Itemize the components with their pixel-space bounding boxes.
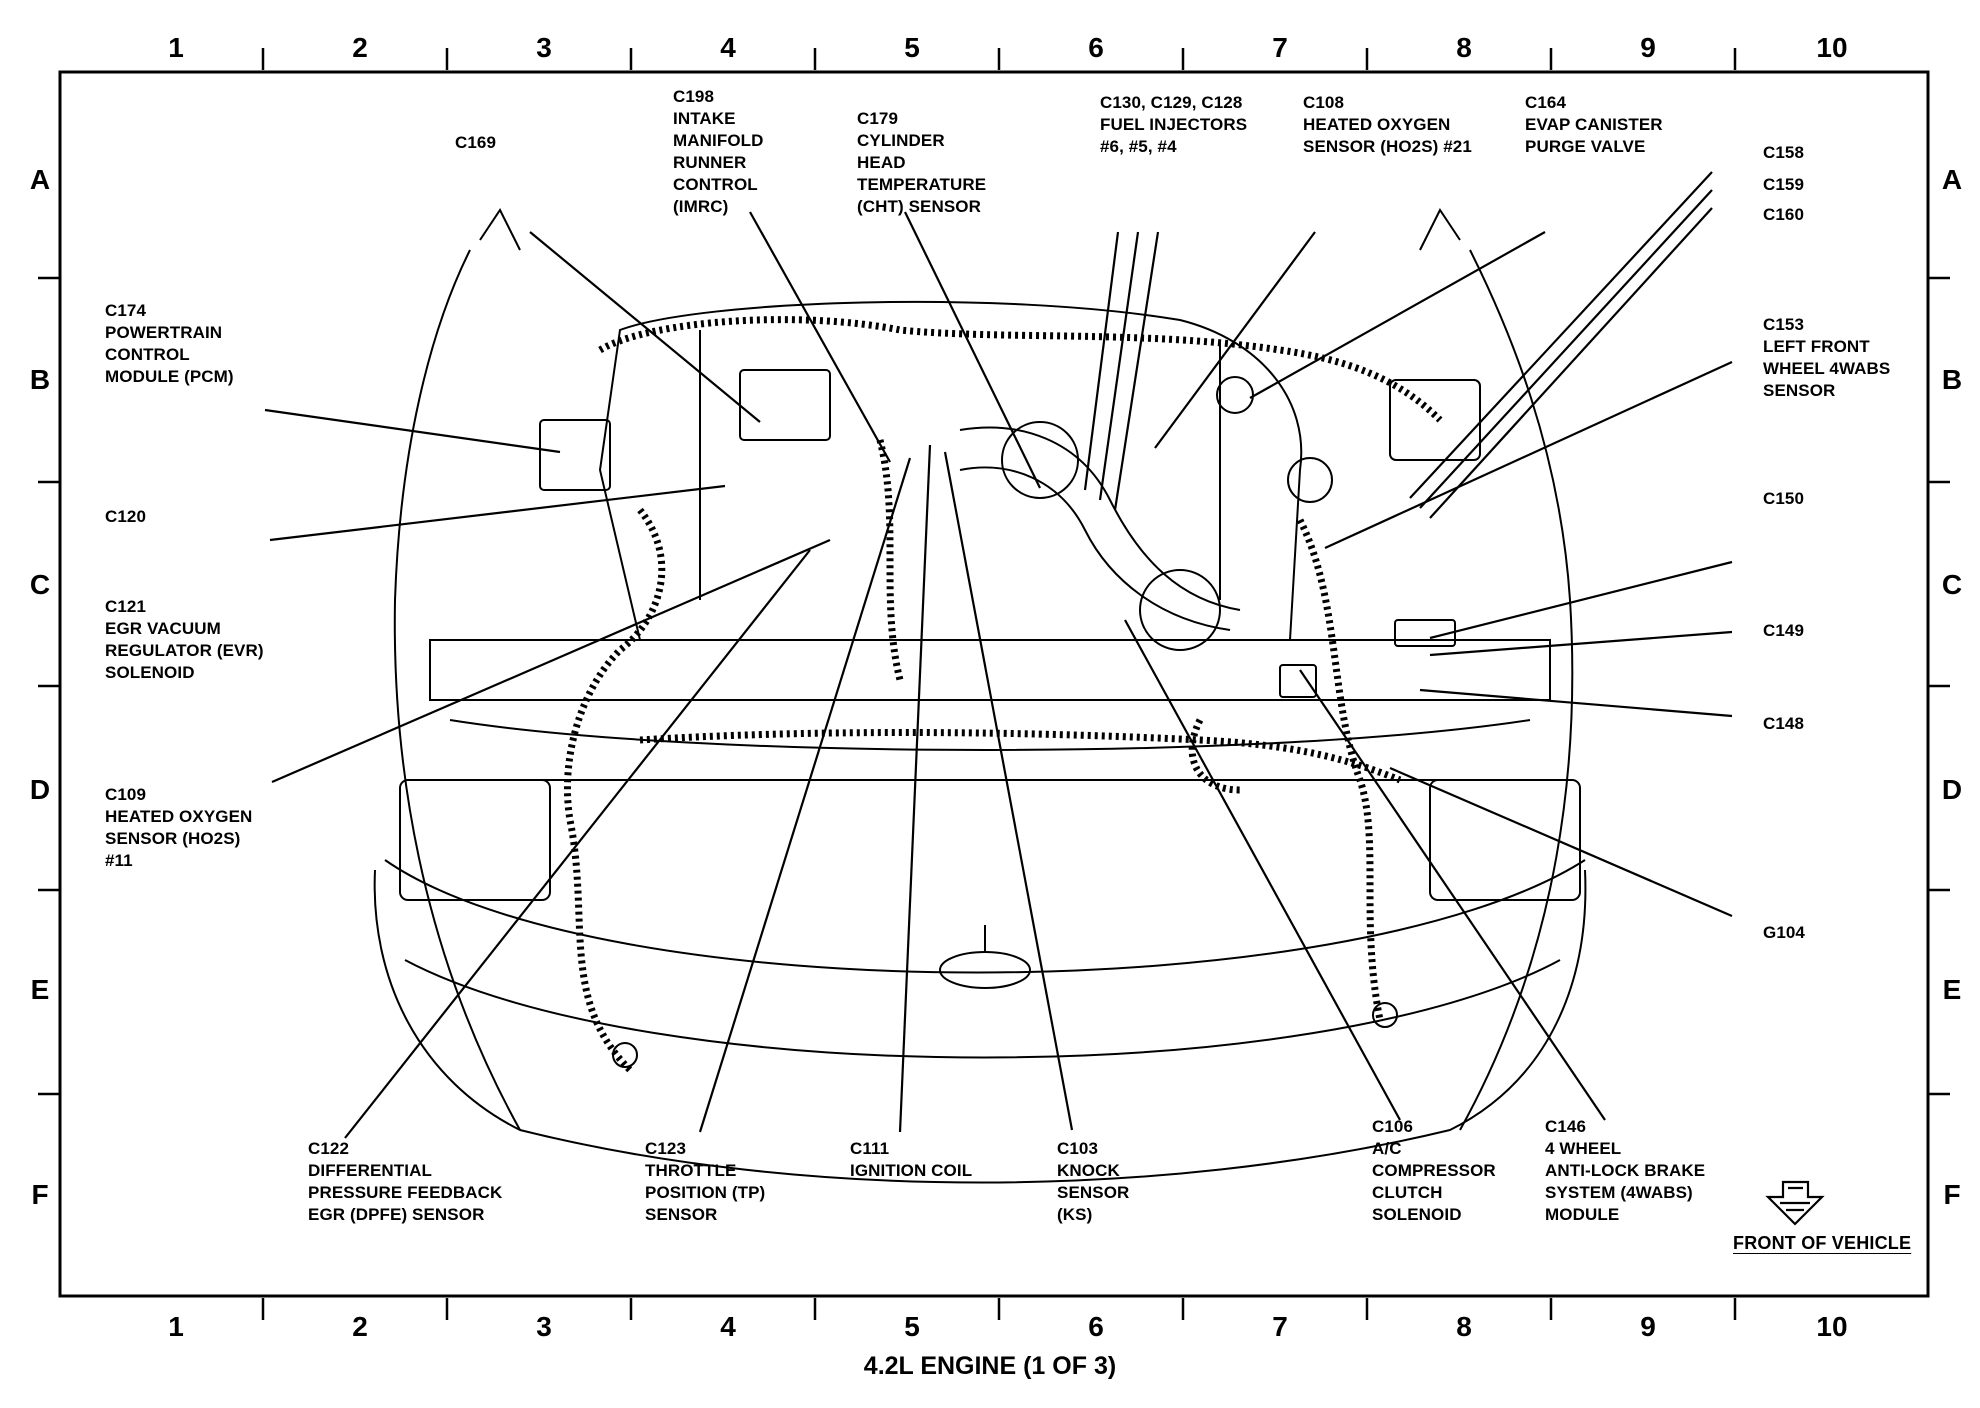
front-arrow-icon xyxy=(1765,1180,1825,1226)
column-number-bottom-3: 3 xyxy=(536,1311,552,1342)
leader-c150 xyxy=(1429,560,1733,640)
leader-c179 xyxy=(904,211,1041,489)
callout-c122-dpfe-sensor: C122 DIFFERENTIAL PRESSURE FEEDBACK EGR … xyxy=(308,1139,503,1224)
leader-c130-b xyxy=(1098,231,1140,501)
front-of-vehicle-label: FRONT OF VEHICLE xyxy=(1733,1233,1912,1253)
column-number-top-6: 6 xyxy=(1088,32,1104,63)
callout-c158: C158 xyxy=(1763,143,1805,162)
column-number-top-2: 2 xyxy=(352,32,368,63)
leader-c158 xyxy=(1409,171,1713,499)
row-letter-left-f: F xyxy=(31,1179,49,1210)
leader-c120 xyxy=(269,484,726,542)
callout-c174-pcm: C174 POWERTRAIN CONTROL MODULE (PCM) xyxy=(105,301,234,386)
leader-lines xyxy=(264,171,1733,1139)
column-number-bottom-6: 6 xyxy=(1088,1311,1104,1342)
callout-c159: C159 xyxy=(1763,175,1805,194)
column-number-bottom-1: 1 xyxy=(168,1311,184,1342)
leader-c130-c xyxy=(1113,231,1160,511)
row-letter-right-d: D xyxy=(1941,774,1963,805)
callout-c160: C160 xyxy=(1763,205,1805,224)
leader-c160 xyxy=(1429,207,1713,519)
row-letter-left-d: D xyxy=(29,774,51,805)
column-number-bottom-4: 4 xyxy=(720,1311,736,1342)
callout-c198-imrc: C198 INTAKE MANIFOLD RUNNER CONTROL (IMR… xyxy=(673,87,764,216)
callout-c108-ho2s-21: C108 HEATED OXYGEN SENSOR (HO2S) #21 xyxy=(1303,93,1472,156)
leader-g104 xyxy=(1389,766,1733,918)
row-letter-right-f: F xyxy=(1943,1179,1961,1210)
row-letter-right-a: A xyxy=(1941,164,1963,195)
row-letter-right-e: E xyxy=(1942,974,1962,1005)
leader-c146 xyxy=(1299,669,1606,1121)
leader-c198 xyxy=(749,211,891,463)
column-number-bottom-9: 9 xyxy=(1640,1311,1656,1342)
leader-c122 xyxy=(344,549,811,1139)
column-number-top-7: 7 xyxy=(1272,32,1288,63)
callout-c149: C149 xyxy=(1763,621,1805,640)
column-number-top-4: 4 xyxy=(720,32,736,63)
callout-c150: C150 xyxy=(1763,489,1805,508)
leader-c149 xyxy=(1429,630,1733,657)
callout-c103-knock-sensor: C103 KNOCK SENSOR (KS) xyxy=(1057,1139,1130,1224)
row-letter-left-e: E xyxy=(30,974,50,1005)
leader-c164 xyxy=(1249,231,1546,399)
column-number-bottom-10: 10 xyxy=(1816,1311,1848,1342)
callout-c120: C120 xyxy=(105,507,147,526)
callout-c153-lf-wheel-sensor: C153 LEFT FRONT WHEEL 4WABS SENSOR xyxy=(1763,315,1891,400)
callout-c123-tp-sensor: C123 THROTTLE POSITION (TP) SENSOR xyxy=(645,1139,766,1224)
column-number-top-10: 10 xyxy=(1816,32,1848,63)
column-number-bottom-7: 7 xyxy=(1272,1311,1288,1342)
column-number-top-1: 1 xyxy=(168,32,184,63)
leader-c111 xyxy=(898,444,932,1133)
column-ticks xyxy=(261,48,1737,1320)
leader-c103 xyxy=(943,451,1074,1131)
column-number-top-3: 3 xyxy=(536,32,552,63)
column-number-top-5: 5 xyxy=(904,32,920,63)
callout-c164-evap-purge: C164 EVAP CANISTER PURGE VALVE xyxy=(1525,93,1663,156)
diagram-frame xyxy=(58,70,1930,1298)
leader-c108 xyxy=(1154,231,1316,449)
callout-c169: C169 xyxy=(455,133,497,152)
callout-c146-4wabs-module: C146 4 WHEEL ANTI-LOCK BRAKE SYSTEM (4WA… xyxy=(1545,1117,1706,1224)
engine-compartment-sketch xyxy=(373,208,1587,1184)
callout-c148: C148 xyxy=(1763,714,1805,733)
callout-c121-evr-solenoid: C121 EGR VACUUM REGULATOR (EVR) SOLENOID xyxy=(105,597,264,682)
leader-c106 xyxy=(1124,619,1401,1121)
column-number-bottom-8: 8 xyxy=(1456,1311,1472,1342)
leader-c148 xyxy=(1419,688,1733,718)
column-number-bottom-2: 2 xyxy=(352,1311,368,1342)
column-number-top-8: 8 xyxy=(1456,32,1472,63)
row-letter-left-a: A xyxy=(29,164,51,195)
callout-g104: G104 xyxy=(1763,923,1805,942)
row-letter-right-c: C xyxy=(1941,569,1963,600)
callout-c106-ac-clutch: C106 A/C COMPRESSOR CLUTCH SOLENOID xyxy=(1372,1117,1496,1224)
diagram-caption: 4.2L ENGINE (1 OF 3) xyxy=(863,1352,1117,1380)
row-letter-right-b: B xyxy=(1941,364,1963,395)
leader-c130-a xyxy=(1083,231,1120,491)
leader-c159 xyxy=(1419,189,1713,509)
column-number-top-9: 9 xyxy=(1640,32,1656,63)
callout-c111-ignition-coil: C111 IGNITION COIL xyxy=(850,1139,973,1180)
row-ticks xyxy=(38,276,1950,1096)
callout-c179-cht-sensor: C179 CYLINDER HEAD TEMPERATURE (CHT) SEN… xyxy=(857,109,987,216)
row-letter-left-b: B xyxy=(29,364,51,395)
leader-c169 xyxy=(529,231,761,423)
callout-c130-fuel-injectors: C130, C129, C128 FUEL INJECTORS #6, #5, … xyxy=(1100,93,1248,156)
callout-c109-ho2s-11: C109 HEATED OXYGEN SENSOR (HO2S) #11 xyxy=(105,785,253,870)
row-letter-left-c: C xyxy=(29,569,51,600)
leader-c153 xyxy=(1324,360,1733,550)
leader-c174 xyxy=(264,408,561,454)
leader-c123 xyxy=(698,457,912,1133)
column-number-bottom-5: 5 xyxy=(904,1311,920,1342)
leader-c109 xyxy=(271,538,831,784)
